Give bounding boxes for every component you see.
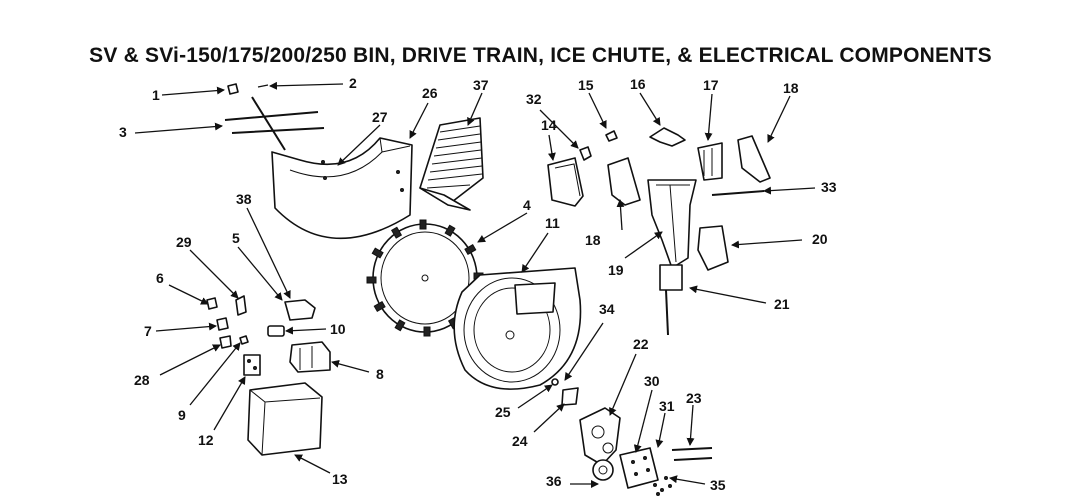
callout-32: 32 [526, 91, 542, 107]
callout-25: 25 [495, 404, 511, 420]
auger-wheel-part [366, 219, 484, 337]
callout-18-top: 18 [783, 80, 799, 96]
clip-part-15 [605, 130, 618, 142]
leader-lines [134, 81, 816, 488]
callout-18-lower: 18 [585, 232, 601, 248]
small-chute-part [547, 157, 584, 207]
callout-11: 11 [545, 215, 560, 231]
ribbed-panel-part [419, 117, 484, 211]
callout-37: 37 [473, 77, 489, 93]
callout-31: 31 [659, 398, 675, 414]
callout-17: 17 [703, 77, 719, 93]
small-components-part [206, 83, 269, 349]
bearing-part [561, 387, 579, 406]
terminal-block-part [243, 354, 261, 376]
clip-part-32 [579, 146, 592, 161]
ice-chute-part [647, 179, 697, 269]
callout-15: 15 [578, 77, 594, 93]
drive-rods-part [671, 447, 713, 461]
callout-4: 4 [523, 197, 531, 213]
callout-21: 21 [774, 296, 790, 312]
callout-24: 24 [512, 433, 528, 449]
callout-26: 26 [422, 85, 438, 101]
callout-8: 8 [376, 366, 384, 382]
callout-38: 38 [236, 191, 252, 207]
electrical-box-part [247, 382, 323, 456]
callout-1: 1 [152, 87, 160, 103]
relay-part [284, 299, 316, 321]
callout-36: 36 [546, 473, 562, 489]
rod-frame-part [224, 96, 325, 151]
callout-34: 34 [599, 301, 615, 317]
callout-19: 19 [608, 262, 624, 278]
bracket-part-18-top [737, 135, 771, 183]
callout-5: 5 [232, 230, 240, 246]
callout-7: 7 [144, 323, 152, 339]
callout-13: 13 [332, 471, 348, 487]
bracket-part-18-lower [607, 157, 641, 206]
latch-part [649, 127, 686, 147]
callout-22: 22 [633, 336, 649, 352]
callout-3: 3 [119, 124, 127, 140]
callout-14: 14 [541, 117, 557, 133]
gear-motor-part [579, 407, 621, 481]
callout-23: 23 [686, 390, 702, 406]
callout-35: 35 [710, 477, 726, 493]
diagram-title: SV & SVi-150/175/200/250 BIN, DRIVE TRAI… [89, 44, 992, 67]
callout-2: 2 [349, 75, 357, 91]
callout-30: 30 [644, 373, 660, 389]
callout-6: 6 [156, 270, 164, 286]
rod-part [711, 190, 765, 196]
callout-27: 27 [372, 109, 388, 125]
chute-cup-part [697, 225, 729, 271]
screws-part [653, 476, 672, 496]
callout-9: 9 [178, 407, 186, 423]
callout-12: 12 [198, 432, 214, 448]
bin-housing-part [453, 267, 582, 390]
callout-28: 28 [134, 372, 150, 388]
callout-29: 29 [176, 234, 192, 250]
callout-10: 10 [330, 321, 346, 337]
callout-33: 33 [821, 179, 837, 195]
callout-20: 20 [812, 231, 828, 247]
washer-part [551, 378, 559, 386]
drive-box-part [619, 447, 659, 489]
bin-liner-part [271, 137, 413, 240]
transformer-part [289, 341, 331, 373]
callout-16: 16 [630, 76, 646, 92]
bracket-part-17 [697, 142, 723, 181]
hanger-part [659, 264, 683, 336]
capacitor-part [267, 325, 285, 337]
